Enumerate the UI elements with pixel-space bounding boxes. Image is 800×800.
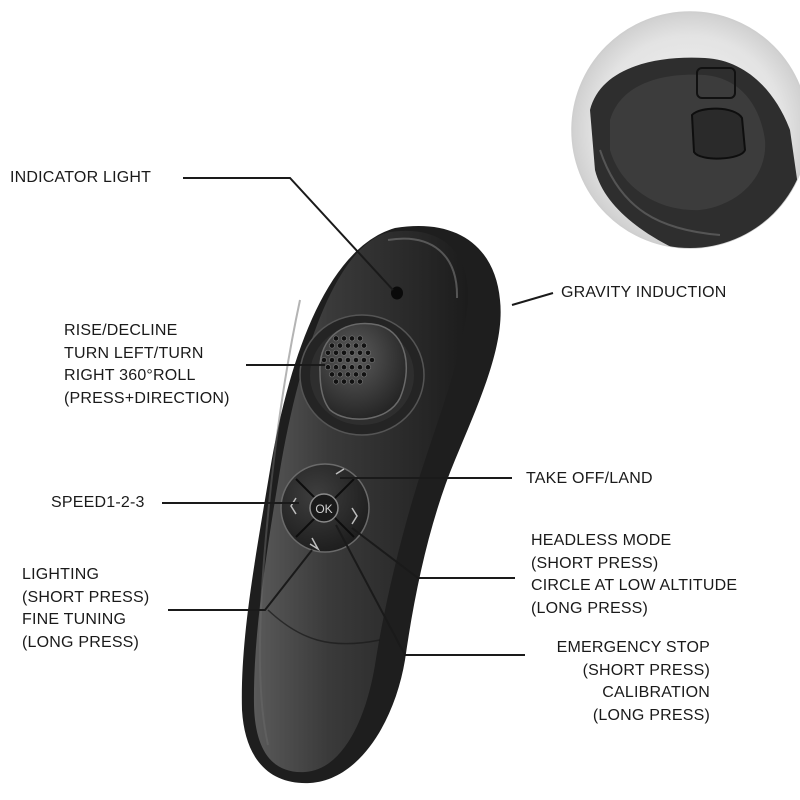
- label-line: (SHORT PRESS): [22, 588, 150, 606]
- indicator-light: [391, 286, 403, 300]
- label-line: (SHORT PRESS): [582, 661, 710, 679]
- grip-dot: [349, 364, 355, 371]
- grip-dot: [337, 371, 343, 378]
- label-emergency-stop: EMERGENCY STOP (SHORT PRESS) CALIBRATION…: [557, 637, 710, 727]
- label-speed: SPEED1-2-3: [51, 492, 145, 515]
- label-indicator-light: INDICATOR LIGHT: [10, 167, 151, 190]
- grip-dot: [361, 342, 367, 349]
- grip-dot: [333, 349, 339, 356]
- leader-indicator-light: [183, 177, 394, 291]
- grip-dot: [337, 357, 343, 363]
- grip-dot: [337, 342, 343, 349]
- grip-dot: [349, 335, 355, 342]
- arrow-right-icon[interactable]: [351, 507, 358, 525]
- label-line: (SHORT PRESS): [531, 554, 659, 572]
- label-gravity-induction: GRAVITY INDUCTION: [561, 282, 727, 305]
- grip-dot: [349, 349, 355, 356]
- label-line: (LONG PRESS): [531, 599, 649, 617]
- label-line: CALIBRATION: [602, 684, 710, 701]
- grip-dot: [345, 371, 351, 378]
- inset-detail: [571, 11, 800, 249]
- grip-dot: [333, 364, 339, 371]
- grip-dot: [357, 378, 363, 385]
- label-line: TURN LEFT/TURN: [64, 344, 204, 362]
- label-line: INDICATOR LIGHT: [10, 169, 152, 186]
- label-line: SPEED1-2-3: [51, 494, 145, 511]
- arrow-up-icon[interactable]: [335, 468, 345, 475]
- grip-dot: [357, 349, 363, 356]
- grip-dot: [341, 349, 347, 356]
- leader-emergency-stop: [335, 524, 525, 656]
- label-line: LIGHTING: [22, 566, 100, 583]
- grip-dot: [329, 371, 335, 378]
- ok-button[interactable]: [309, 493, 339, 523]
- label-line: (LONG PRESS): [592, 706, 710, 724]
- leader-lines: [162, 177, 554, 656]
- grip-dot: [357, 364, 363, 371]
- label-line: EMERGENCY STOP: [556, 639, 710, 656]
- label-line: (PRESS+DIRECTION): [64, 389, 230, 407]
- grip-dot: [369, 357, 375, 363]
- leader-gravity-induction: [511, 292, 554, 306]
- label-line: TAKE OFF/LAND: [526, 470, 653, 487]
- grip-dot: [349, 378, 355, 385]
- grip-dot: [345, 342, 351, 349]
- grip-dot: [325, 364, 331, 371]
- ok-button-label: OK: [315, 502, 332, 516]
- label-line: HEADLESS MODE: [531, 532, 672, 549]
- label-line: GRAVITY INDUCTION: [561, 284, 727, 301]
- grip-dot: [341, 378, 347, 385]
- grip-dot: [361, 357, 367, 363]
- label-joystick: RISE/DECLINE TURN LEFT/TURN RIGHT 360°RO…: [64, 320, 230, 410]
- grip-dot: [333, 335, 339, 342]
- grip-dot: [365, 349, 371, 356]
- grip-dot: [345, 357, 351, 363]
- grip-dot: [361, 371, 367, 378]
- joystick-grip-dots: [321, 335, 375, 385]
- arrow-left-icon[interactable]: [290, 497, 297, 515]
- joystick[interactable]: [299, 314, 425, 436]
- label-lighting: LIGHTING (SHORT PRESS) FINE TUNING (LONG…: [22, 564, 149, 654]
- grip-dot: [341, 335, 347, 342]
- label-headless-mode: HEADLESS MODE (SHORT PRESS) CIRCLE AT LO…: [531, 530, 737, 620]
- leader-headless-mode: [351, 527, 515, 579]
- grip-dot: [353, 371, 359, 378]
- label-line: FINE TUNING: [22, 611, 127, 628]
- label-line: RISE/DECLINE: [64, 322, 178, 339]
- grip-dot: [329, 342, 335, 349]
- grip-dot: [353, 357, 359, 363]
- grip-dot: [325, 349, 331, 356]
- label-take-off-land: TAKE OFF/LAND: [526, 468, 653, 491]
- label-line: (LONG PRESS): [22, 633, 140, 651]
- inset-upper-button: [696, 67, 736, 99]
- label-line: RIGHT 360°ROLL: [64, 367, 196, 384]
- label-line: CIRCLE AT LOW ALTITUDE: [531, 577, 738, 594]
- grip-dot: [333, 378, 339, 385]
- arrow-down-icon[interactable]: [309, 537, 321, 552]
- leader-lighting: [168, 549, 313, 611]
- grip-dot: [329, 357, 335, 363]
- grip-dot: [321, 357, 327, 363]
- grip-dot: [353, 342, 359, 349]
- grip-dot: [357, 335, 363, 342]
- inset-lower-button: [690, 107, 747, 160]
- grip-dot: [365, 364, 371, 371]
- direction-pad[interactable]: OK: [280, 463, 370, 553]
- grip-dot: [341, 364, 347, 371]
